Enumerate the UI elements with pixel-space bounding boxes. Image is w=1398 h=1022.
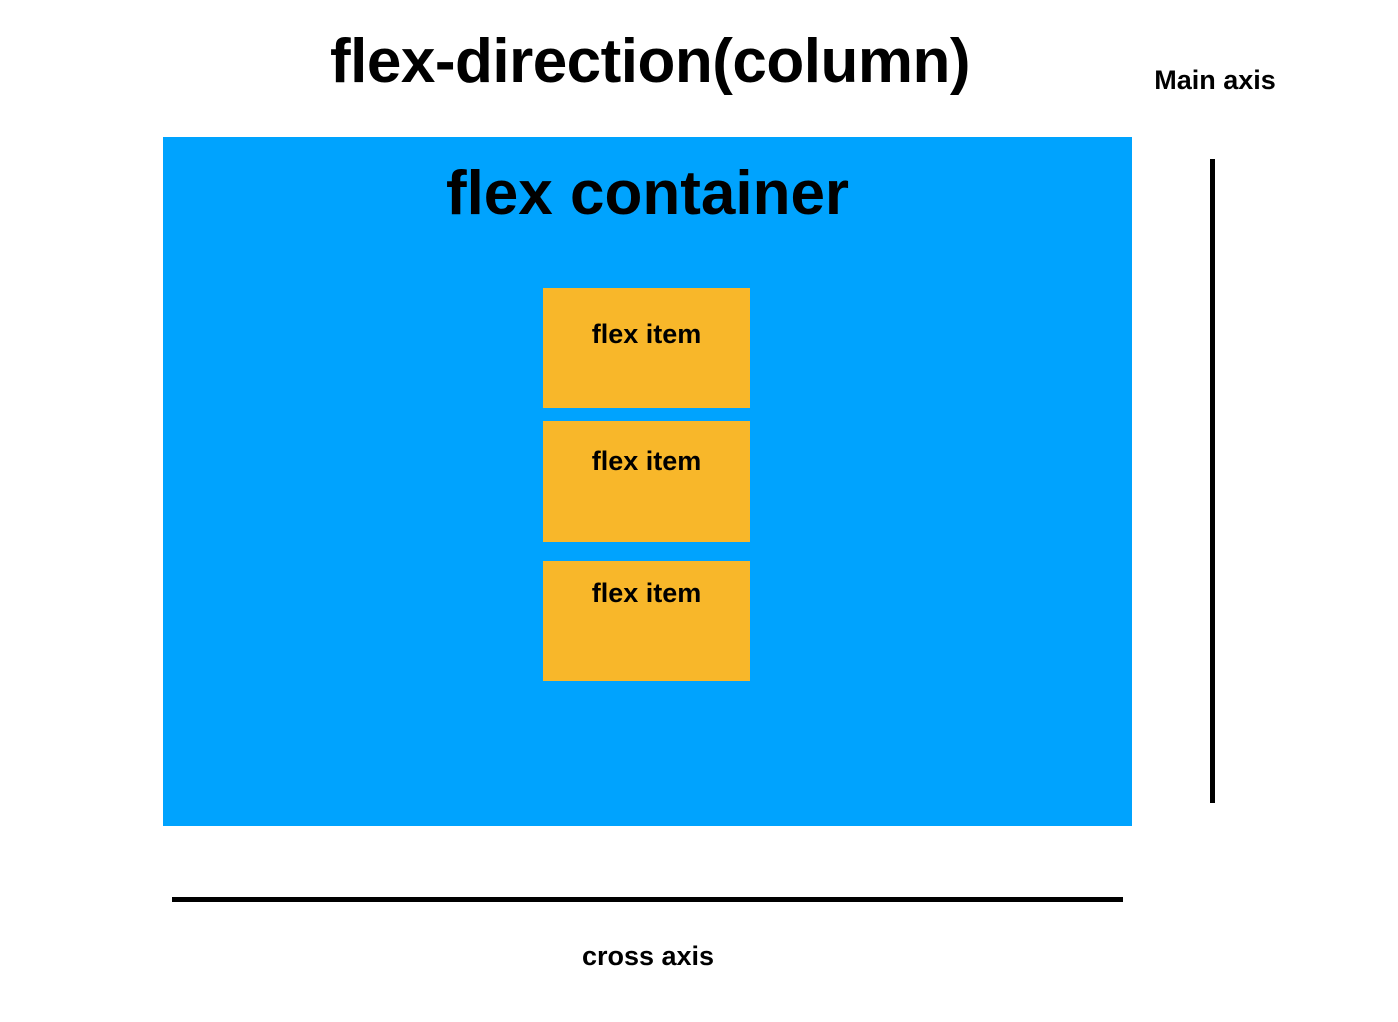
flex-item-label: flex item [591,319,702,349]
cross-axis-line [172,897,1123,902]
main-axis-line [1210,159,1215,803]
flex-item-1: flex item [543,288,750,408]
diagram-title: flex-direction(column) [329,27,971,96]
flex-item-2: flex item [543,421,750,542]
main-axis-label: Main axis [1154,65,1276,95]
cross-axis-label: cross axis [581,941,715,971]
flex-container-label: flex container [445,159,850,228]
flex-container: flex container flex item flex item flex … [163,137,1132,826]
flex-item-label: flex item [591,578,702,608]
flex-item-3: flex item [543,561,750,681]
flex-item-label: flex item [591,446,702,476]
